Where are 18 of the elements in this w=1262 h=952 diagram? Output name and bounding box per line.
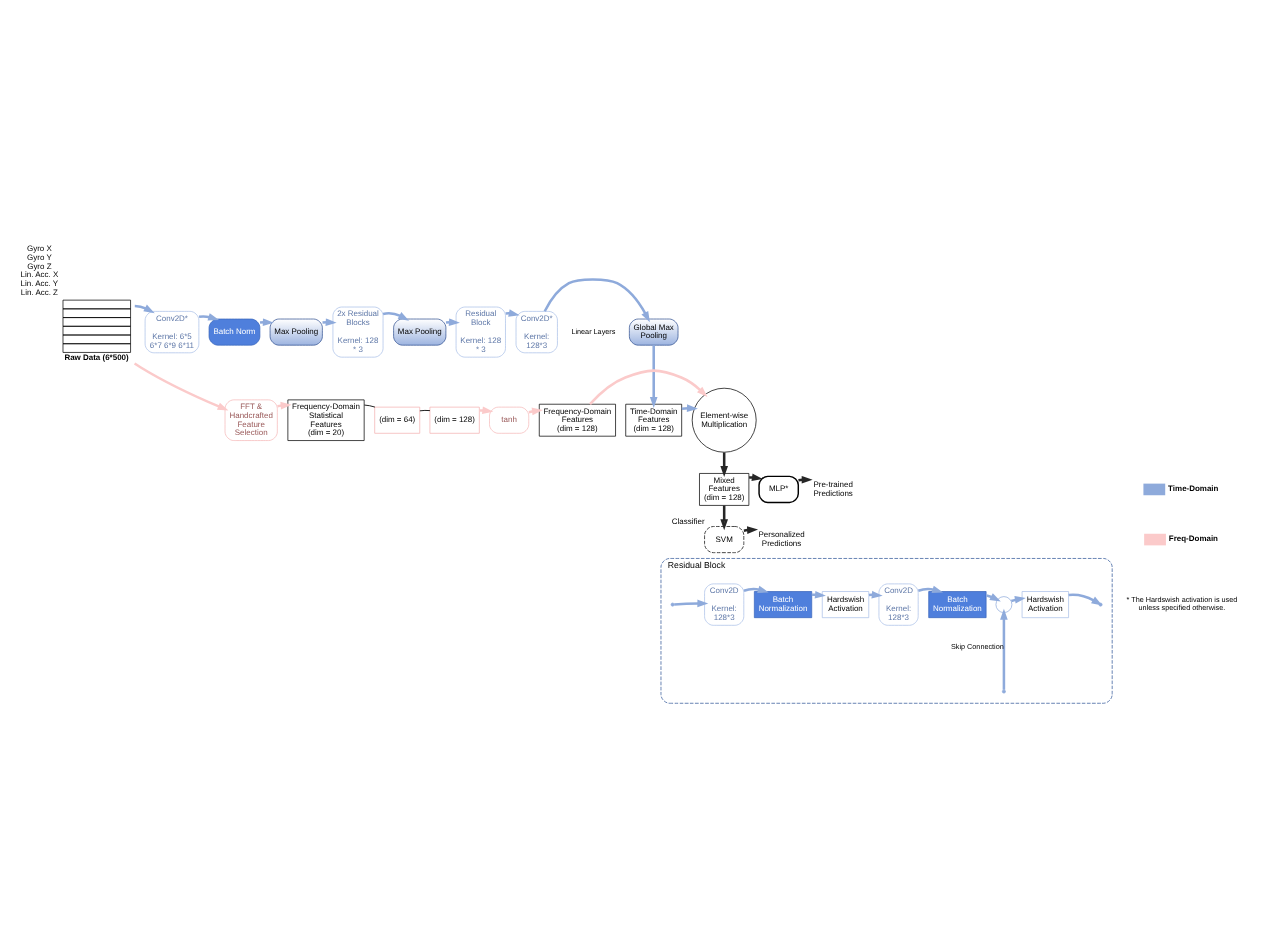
arrow <box>649 344 658 407</box>
arrow <box>543 277 650 322</box>
arrow <box>322 317 337 326</box>
arrow <box>198 312 220 320</box>
connector <box>363 403 376 407</box>
arrow <box>743 584 769 592</box>
arrow <box>133 361 229 410</box>
node-circle <box>995 595 1013 612</box>
arrow <box>445 317 460 326</box>
arrow <box>589 368 708 405</box>
arrow <box>382 311 410 320</box>
arrow <box>749 472 763 481</box>
arrow <box>681 403 698 411</box>
arrow <box>259 317 274 326</box>
arrow <box>917 584 944 592</box>
arrow <box>674 598 709 607</box>
connector <box>419 408 431 411</box>
arrow <box>1000 607 1008 689</box>
